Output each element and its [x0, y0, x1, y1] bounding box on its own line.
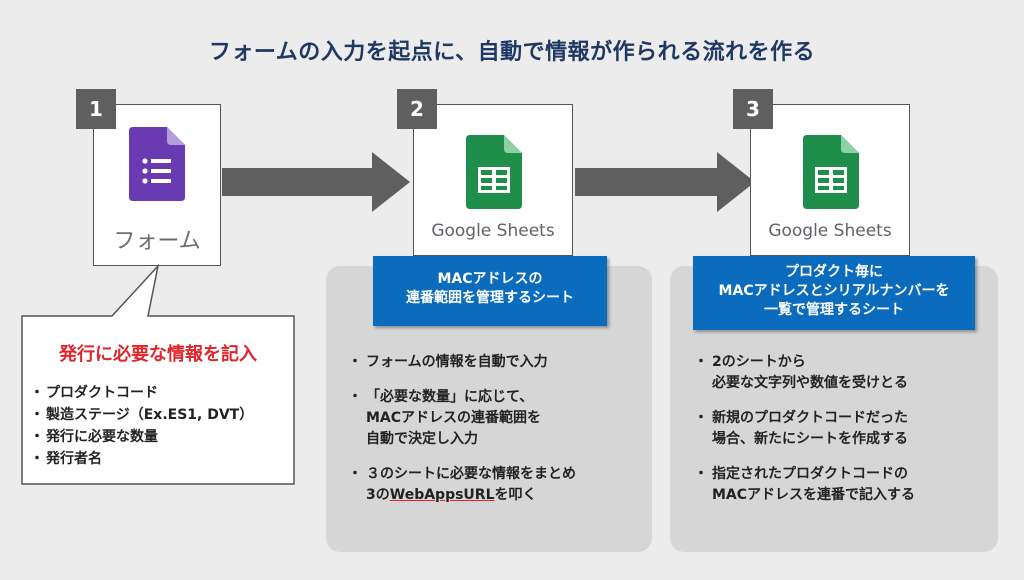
list-item-line: 必要な文字列や数値を受けとる	[712, 375, 908, 391]
panel-3-header: プロダクト毎に MACアドレスとシリアルナンバーを 一覧で管理するシート	[693, 256, 975, 330]
panel-2-header: MACアドレスの 連番範囲を管理するシート	[373, 256, 607, 326]
panel-3-list: 2のシートから 必要な文字列や数値を受けとる 新規のプロダクトコードだった 場合…	[694, 352, 915, 520]
list-item: フォームの情報を自動で入力	[348, 352, 576, 373]
panel-2-header-line: MACアドレスの	[437, 271, 543, 287]
google-sheets-icon	[803, 135, 859, 209]
step-1-label: フォーム	[113, 229, 201, 254]
url-suffix: を叩く	[494, 487, 537, 503]
list-item-line: フォームの情報を自動で入力	[366, 354, 548, 370]
callout-item: 発行者名	[30, 448, 253, 470]
google-forms-icon	[129, 127, 185, 201]
google-sheets-icon	[466, 135, 522, 209]
list-item-line: ３のシートに必要な情報をまとめ	[366, 466, 576, 482]
list-item: 「必要な数量」に応じて、 MACアドレスの連番範囲を 自動で決定し入力	[348, 387, 576, 450]
list-item: 指定されたプロダクトコードの MACアドレスを連番で記入する	[694, 464, 915, 506]
callout-item: 発行に必要な数量	[30, 426, 253, 448]
step-1-box: フォーム	[93, 104, 221, 266]
callout-list: プロダクトコード 製造ステージ（Ex.ES1, DVT） 発行に必要な数量 発行…	[30, 382, 253, 470]
step-3-label: Google Sheets	[768, 221, 892, 241]
list-item-line: 自動で決定し入力	[366, 431, 478, 447]
callout-item: 製造ステージ（Ex.ES1, DVT）	[30, 404, 253, 426]
list-item: ３のシートに必要な情報をまとめ 3のWebAppsURLを叩く	[348, 464, 576, 506]
panel-3-header-line: プロダクト毎に	[785, 264, 883, 280]
list-item-line: 指定されたプロダクトコードの	[712, 466, 908, 482]
list-item-line: 「必要な数量」に応じて、	[366, 389, 534, 405]
url-prefix: 3の	[366, 487, 390, 503]
panel-2-header-line: 連番範囲を管理するシート	[406, 290, 574, 306]
step-2-number: 2	[397, 89, 437, 129]
list-item: 2のシートから 必要な文字列や数値を受けとる	[694, 352, 915, 394]
panel-2-list: フォームの情報を自動で入力 「必要な数量」に応じて、 MACアドレスの連番範囲を…	[348, 352, 576, 520]
arrow-1-to-2	[222, 152, 410, 212]
list-item-line: MACアドレスを連番で記入する	[712, 487, 916, 503]
callout-item: プロダクトコード	[30, 382, 253, 404]
list-item-line: 2のシートから	[712, 354, 806, 370]
step-3-box: Google Sheets	[750, 104, 910, 256]
step-2-label: Google Sheets	[431, 221, 555, 241]
step-3-number: 3	[733, 89, 773, 129]
list-item-line: MACアドレスの連番範囲を	[366, 410, 542, 426]
list-item-line: 場合、新たにシートを作成する	[712, 431, 908, 447]
list-item-line: 新規のプロダクトコードだった	[712, 410, 908, 426]
list-item-line: 3のWebAppsURLを叩く	[366, 485, 576, 506]
webapps-url-text: WebAppsURL	[389, 487, 495, 503]
callout-title: 発行に必要な情報を記入	[59, 344, 257, 365]
arrow-2-to-3	[575, 152, 755, 212]
panel-3-header-line: MACアドレスとシリアルナンバーを	[718, 283, 950, 299]
page-title: フォームの入力を起点に、自動で情報が作られる流れを作る	[208, 40, 816, 65]
panel-3-header-line: 一覧で管理するシート	[764, 302, 904, 318]
step-2-box: Google Sheets	[413, 104, 573, 256]
list-item: 新規のプロダクトコードだった 場合、新たにシートを作成する	[694, 408, 915, 450]
step-1-number: 1	[76, 89, 116, 129]
